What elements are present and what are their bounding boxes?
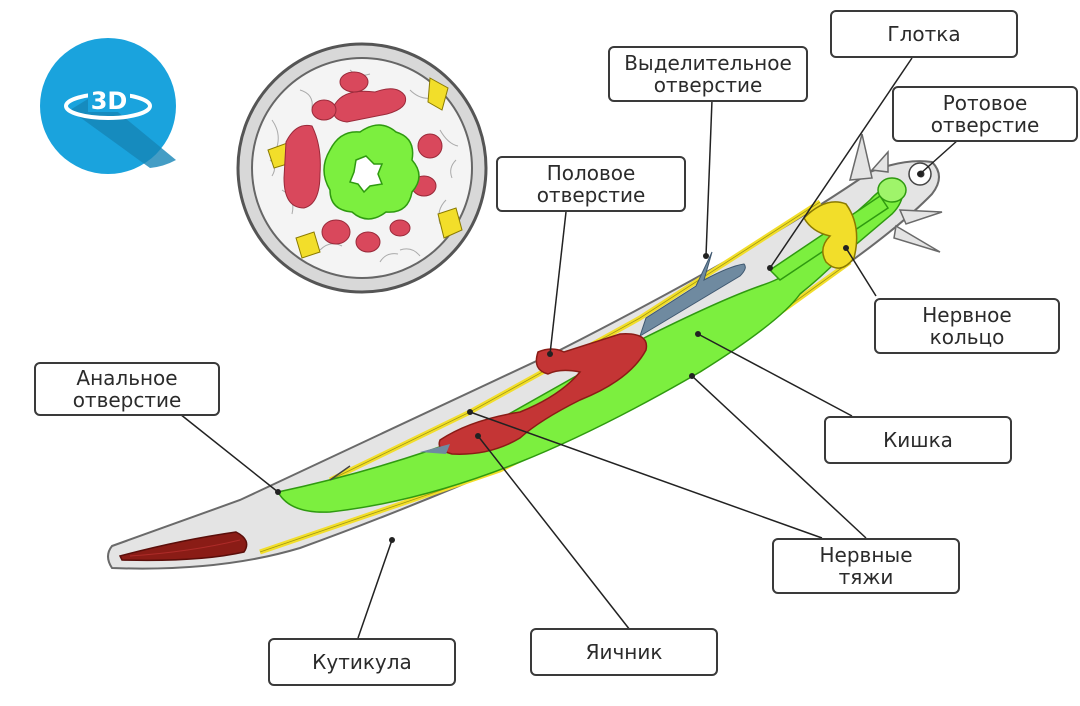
leader-vydelitelnoe <box>705 99 713 257</box>
nerve-ring-shape <box>803 201 858 269</box>
leader-nervnye-1 <box>469 411 823 539</box>
badge-shadow <box>70 94 176 168</box>
leader-kutikula <box>357 539 393 639</box>
cross-organ-top-small <box>339 71 369 93</box>
pharynx-bulb <box>877 177 907 203</box>
label-nervnoe-koltso-line1: Нервное <box>922 303 1012 327</box>
label-nervnye-tyazhi-line1: Нервные <box>819 543 913 567</box>
rectum-shape <box>118 531 248 562</box>
leader-kishka <box>697 333 853 417</box>
label-nervnoe-koltso: Нервное кольцо <box>874 298 1060 354</box>
ovary-shape <box>438 333 648 455</box>
cross-nerve-top <box>427 77 449 111</box>
cross-organ-top-left <box>311 99 337 121</box>
leader-glotka <box>769 57 913 269</box>
cuticle-shape <box>107 160 940 570</box>
leader-dots <box>275 171 923 543</box>
label-nervnye-tyazhi: Нервные тяжи <box>772 538 960 594</box>
badge-text-bg <box>88 86 130 112</box>
ovary-duct <box>420 444 450 454</box>
label-kutikula-text: Кутикула <box>312 650 412 674</box>
label-glotka: Глотка <box>830 10 1018 58</box>
cross-ovary-left <box>283 124 321 209</box>
label-polovoe-line1: Половое <box>546 161 636 185</box>
worm-body <box>107 133 943 570</box>
label-analnoe: Анальное отверстие <box>34 362 220 416</box>
leader-nervnoe-koltso <box>845 247 877 297</box>
badge-text: 3D <box>91 87 128 115</box>
label-rotovoe-line2: отверстие <box>930 113 1040 137</box>
head-spine-3 <box>898 209 943 225</box>
head-spine-2 <box>870 150 889 173</box>
label-yaichnik: Яичник <box>530 628 718 676</box>
leader-nervnye-2 <box>691 375 867 539</box>
label-kishka-text: Кишка <box>883 428 953 452</box>
cross-nerve-right <box>437 207 463 239</box>
cross-organ-bottom <box>321 219 351 245</box>
cross-intestine-lumen <box>348 155 384 194</box>
label-polovoe-line2: отверстие <box>536 183 646 207</box>
label-yaichnik-text: Яичник <box>585 640 663 664</box>
label-vydelitelnoe-line1: Выделительное <box>624 51 792 75</box>
label-rotovoe: Ротовое отверстие <box>892 86 1078 142</box>
cross-organ-right <box>417 133 443 159</box>
cross-nerve-bottom <box>295 231 321 259</box>
head-spine-1 <box>849 133 873 181</box>
label-nervnoe-koltso-line2: кольцо <box>929 325 1005 349</box>
head-spine-4 <box>893 224 941 253</box>
leader-yaichnik <box>477 435 631 631</box>
label-kutikula: Кутикула <box>268 638 456 686</box>
3d-badge[interactable]: 3D <box>40 38 176 174</box>
label-vydelitelnoe: Выделительное отверстие <box>608 46 808 102</box>
leader-polovoe <box>549 211 567 355</box>
cross-section <box>236 42 488 294</box>
excretory-canal-shape <box>639 251 746 338</box>
label-nervnye-tyazhi-line2: тяжи <box>838 565 894 589</box>
leader-lines <box>179 57 959 639</box>
label-polovoe: Половое отверстие <box>496 156 686 212</box>
leader-analnoe <box>179 413 279 493</box>
cross-organ-bottom-2 <box>355 231 381 253</box>
leader-rotovoe <box>919 139 959 175</box>
label-kishka: Кишка <box>824 416 1012 464</box>
cross-organ-bottom-3 <box>389 219 411 237</box>
label-analnoe-line2: отверстие <box>72 388 182 412</box>
label-vydelitelnoe-line2: отверстие <box>653 73 763 97</box>
label-analnoe-line1: Анальное <box>76 366 178 390</box>
label-rotovoe-line1: Ротовое <box>942 91 1028 115</box>
label-glotka-text: Глотка <box>887 22 961 46</box>
